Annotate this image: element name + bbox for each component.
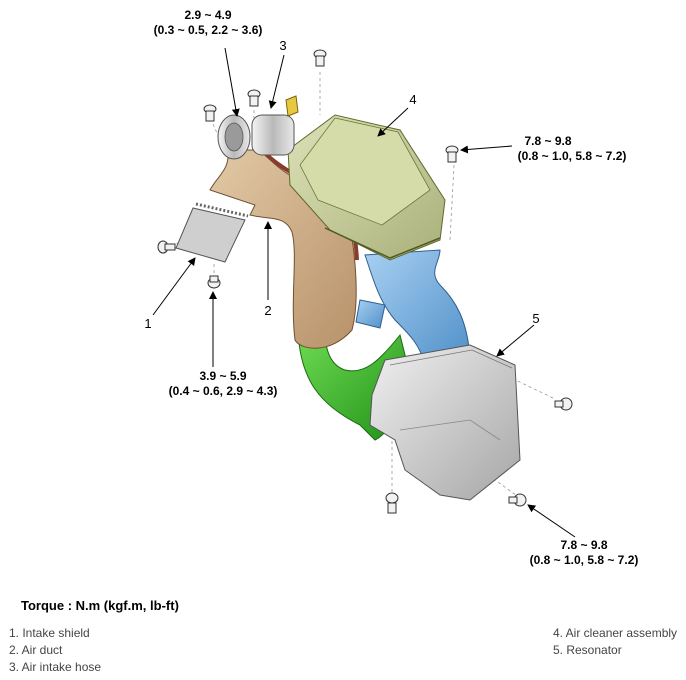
bolt-icon: [508, 493, 527, 507]
callout-5: 5: [532, 311, 539, 326]
callout-4: 4: [409, 92, 416, 107]
torque-lower-right-line1: 7.8 ~ 9.8: [560, 538, 607, 552]
torque-upper-right-line1: 7.8 ~ 9.8: [524, 134, 571, 148]
bolt-icon: [445, 145, 459, 163]
bolt-icons: [157, 49, 573, 514]
bolt-icon: [313, 49, 327, 67]
torque-hose-clamp-line2: (0.3 ~ 0.5, 2.2 ~ 3.6): [154, 23, 263, 37]
legend-item-resonator: 5. Resonator: [553, 643, 622, 657]
bolt-icon: [385, 492, 399, 514]
parts-legend-left: 1. Intake shield 2. Air duct 3. Air inta…: [9, 625, 101, 676]
legend-item-air-duct: 2. Air duct: [9, 643, 63, 657]
air-cleaner-assembly: [287, 114, 446, 261]
legend-item-air-intake-hose: 3. Air intake hose: [9, 660, 102, 674]
bolt-icon: [554, 397, 573, 411]
callout-arrows: [152, 47, 576, 538]
bolt-icon: [207, 275, 221, 289]
bolt-icon: [203, 104, 217, 122]
torque-lower-right-line2: (0.8 ~ 1.0, 5.8 ~ 7.2): [530, 553, 639, 567]
bolt-icon: [157, 240, 176, 254]
intake-shield: [175, 202, 249, 263]
legend-item-intake-shield: 1. Intake shield: [9, 626, 90, 640]
callout-3: 3: [279, 38, 286, 53]
torque-lower-left-line2: (0.4 ~ 0.6, 2.9 ~ 4.3): [169, 384, 278, 398]
torque-lower-left-line1: 3.9 ~ 5.9: [199, 369, 246, 383]
parts-legend-right: 4. Air cleaner assembly 5. Resonator: [553, 625, 677, 659]
blue-bracket: [355, 299, 386, 329]
torque-hose-clamp-line1: 2.9 ~ 4.9: [184, 8, 231, 22]
parts-diagram: 2.9 ~ 4.9 (0.3 ~ 0.5, 2.2 ~ 3.6) 7.8 ~ 9…: [144, 8, 639, 567]
torque-upper-right-line2: (0.8 ~ 1.0, 5.8 ~ 7.2): [518, 149, 627, 163]
callout-2: 2: [264, 303, 271, 318]
bolt-icon: [247, 89, 261, 107]
legend-item-air-cleaner-assembly: 4. Air cleaner assembly: [553, 626, 678, 640]
resonator: [369, 344, 521, 501]
torque-units-heading: Torque : N.m (kgf.m, lb-ft): [21, 598, 179, 613]
callout-1: 1: [144, 316, 151, 331]
intake-hose-clamp: [217, 95, 299, 160]
